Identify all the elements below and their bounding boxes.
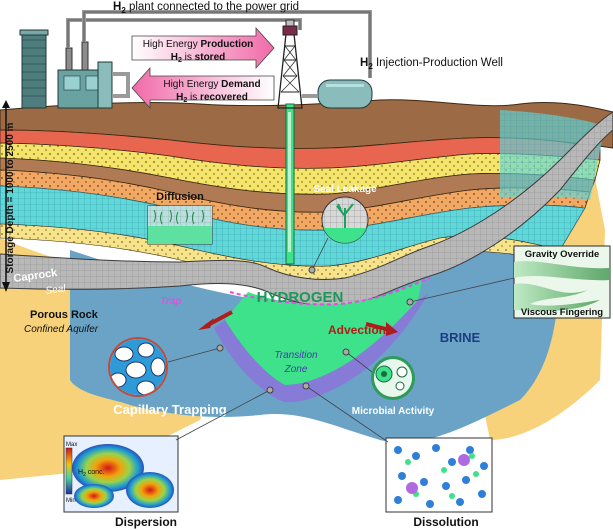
microbial-activity-inset: Microbial Activity xyxy=(342,348,435,417)
svg-text:High Energy Production: High Energy Production xyxy=(143,39,254,50)
svg-text:Seal: Seal xyxy=(45,283,67,297)
header-title: H2 plant connected to the power grid xyxy=(113,1,299,15)
h2-plant xyxy=(19,10,372,109)
svg-text:Transition: Transition xyxy=(274,350,318,361)
demand-arrow: High Energy Demand H2 is recovered xyxy=(131,66,275,110)
seal-leakage-label: Seal Leakage xyxy=(313,184,377,195)
svg-text:Gravity Override: Gravity Override xyxy=(525,249,599,260)
brine-label: BRINE xyxy=(440,330,481,345)
capillary-trapping-inset: Capillary Trapping xyxy=(108,337,227,417)
hydrogen-label: HYDROGEN xyxy=(257,289,344,306)
injection-well xyxy=(285,103,295,265)
svg-text:H2 is recovered: H2 is recovered xyxy=(176,92,248,104)
seal-leakage-inset: Seal Leakage xyxy=(308,184,377,274)
svg-text:Capillary Trapping: Capillary Trapping xyxy=(113,402,226,417)
advection-arrows xyxy=(198,310,398,336)
well-label: H2 Injection-Production Well xyxy=(360,57,503,71)
porous-rock-label: Porous Rock Confined Aquifer xyxy=(24,309,99,335)
molecules xyxy=(394,444,488,508)
svg-text:Confined Aquifer: Confined Aquifer xyxy=(24,324,99,335)
depth-label: Storage Depth = 1000 to 2500 m xyxy=(5,122,16,273)
hydrogen-plume xyxy=(214,277,431,403)
dispersion-inset: Max Min H2 conc. Dispersion xyxy=(63,386,274,529)
trap-label: Trap xyxy=(160,296,182,307)
gravity-override-inset: Gravity Override Viscous Fingering xyxy=(406,245,611,319)
caprock-seal xyxy=(0,111,613,307)
svg-text:H2 plant connected to the powe: H2 plant connected to the power grid xyxy=(113,1,299,15)
transition-zone-label: Transition Zone xyxy=(274,350,318,375)
svg-text:Zone: Zone xyxy=(284,364,308,375)
svg-text:H2 Injection-Production Well: H2 Injection-Production Well xyxy=(360,57,503,71)
svg-text:Viscous Fingering: Viscous Fingering xyxy=(521,307,603,318)
svg-text:Porous Rock: Porous Rock xyxy=(30,309,99,321)
depth-axis: Storage Depth = 1000 to 2500 m xyxy=(2,100,16,292)
geological-layers xyxy=(0,99,613,281)
svg-text:H2 conc.: H2 conc. xyxy=(78,469,105,478)
dissolution-inset: Dissolution xyxy=(302,382,493,529)
diffusion-label: Diffusion xyxy=(156,191,204,203)
well-head xyxy=(277,19,373,109)
svg-text:Dispersion: Dispersion xyxy=(115,515,177,529)
svg-text:Min: Min xyxy=(66,498,76,504)
diffusion-inset: Diffusion xyxy=(147,191,213,245)
svg-text:H2 is stored: H2 is stored xyxy=(171,52,225,64)
svg-text:Max: Max xyxy=(66,442,77,448)
production-arrow: High Energy Production H2 is stored xyxy=(131,26,275,70)
svg-text:High Energy Demand: High Energy Demand xyxy=(163,79,260,90)
svg-text:Microbial Activity: Microbial Activity xyxy=(352,406,435,417)
svg-text:Dissolution: Dissolution xyxy=(413,515,478,529)
